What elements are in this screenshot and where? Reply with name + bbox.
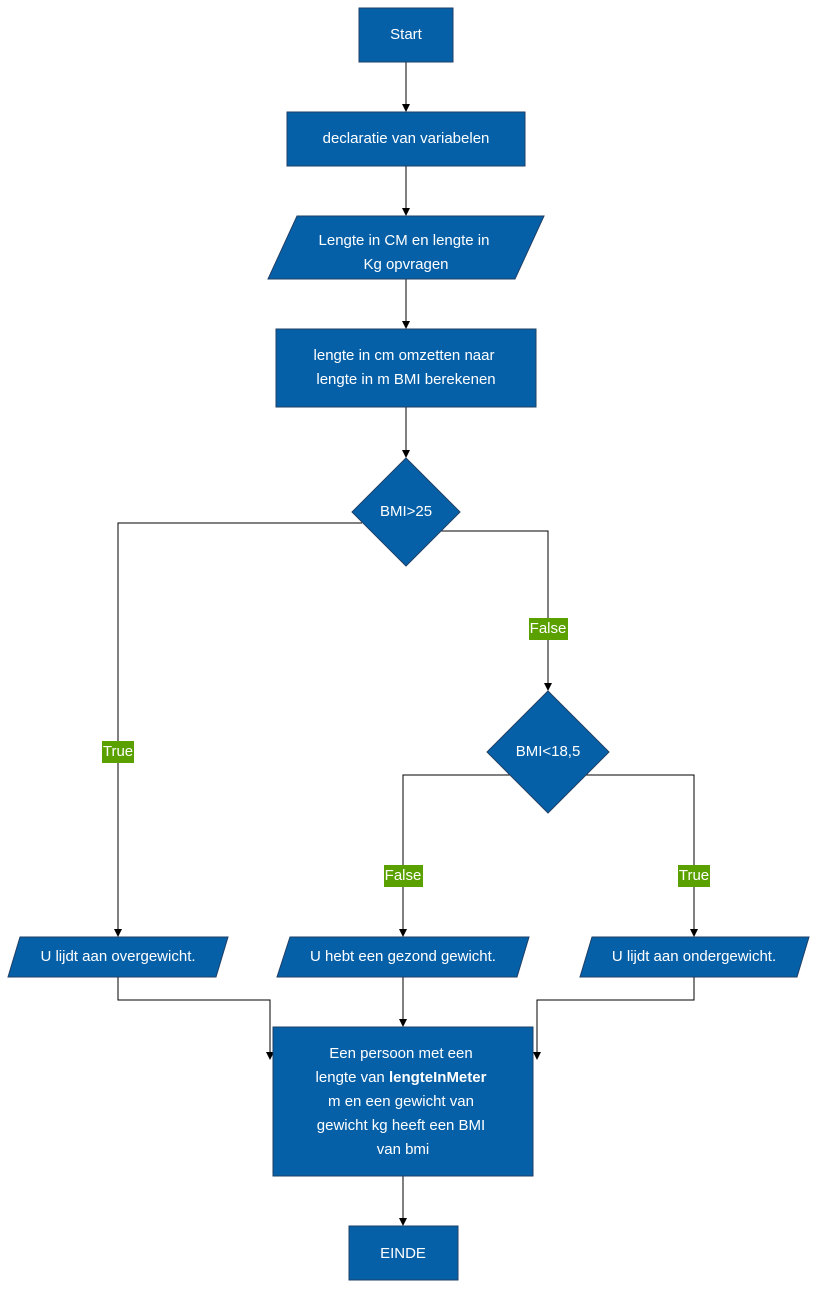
- declare-label: declaratie van variabelen: [323, 130, 490, 147]
- edge-label-true-underweight: True: [678, 865, 710, 887]
- edge-decision1-false: [440, 530, 552, 691]
- input-label-line2: Kg opvragen: [363, 256, 448, 273]
- output-overweight: U lijdt aan overgewicht.: [7, 936, 229, 978]
- output-overweight-label: U lijdt aan overgewicht.: [40, 948, 195, 965]
- edge-decision2-true: [584, 774, 698, 937]
- process-label-line2: lengte in m BMI berekenen: [316, 371, 495, 388]
- edge-label-text: False: [530, 620, 567, 637]
- edge-label-text: True: [679, 867, 709, 884]
- end-node: EINDE: [348, 1225, 459, 1281]
- edge-label-text: False: [385, 867, 422, 884]
- edge-label-false-decision1: False: [529, 618, 568, 640]
- edge-underweight-to-result: [533, 977, 695, 1060]
- edge-label-false-decision2: False: [384, 865, 423, 887]
- result-line2: lengte van lengteInMeter: [316, 1069, 487, 1086]
- output-healthy-label: U hebt een gezond gewicht.: [310, 948, 496, 965]
- edge-decision2-false: [399, 774, 512, 937]
- edge-decision1-true: [114, 522, 362, 937]
- edges: [114, 62, 698, 1226]
- edge-label-text: True: [103, 743, 133, 760]
- start-node: Start: [358, 7, 454, 63]
- decision-bmi25-label: BMI>25: [380, 503, 432, 520]
- edge-label-true-overweight: True: [102, 741, 134, 763]
- output-healthy: U hebt een gezond gewicht.: [276, 936, 530, 978]
- start-label: Start: [390, 26, 423, 43]
- result-line2-variable: lengteInMeter: [389, 1069, 487, 1086]
- process-node: lengte in cm omzetten naar lengte in m B…: [275, 328, 537, 408]
- declare-node: declaratie van variabelen: [286, 111, 526, 167]
- process-label-line1: lengte in cm omzetten naar: [314, 347, 495, 364]
- result-node: Een persoon met een lengte van lengteInM…: [272, 1026, 534, 1177]
- result-line5: van bmi: [377, 1141, 430, 1158]
- edge-overweight-to-result: [117, 977, 274, 1060]
- result-line4: gewicht kg heeft een BMI: [317, 1117, 485, 1134]
- output-underweight-label: U lijdt aan ondergewicht.: [612, 948, 776, 965]
- output-underweight: U lijdt aan ondergewicht.: [579, 936, 810, 978]
- decision-bmi18: BMI<18,5: [486, 690, 610, 814]
- decision-bmi25: BMI>25: [351, 457, 461, 567]
- end-label: EINDE: [380, 1245, 426, 1262]
- input-node: Lengte in CM en lengte in Kg opvragen: [267, 215, 545, 280]
- decision-bmi18-label: BMI<18,5: [516, 743, 581, 760]
- input-label-line1: Lengte in CM en lengte in: [319, 232, 490, 249]
- result-line1: Een persoon met een: [329, 1045, 472, 1062]
- result-line3: m en een gewicht van: [328, 1093, 474, 1110]
- result-line2-prefix: lengte van: [316, 1069, 389, 1086]
